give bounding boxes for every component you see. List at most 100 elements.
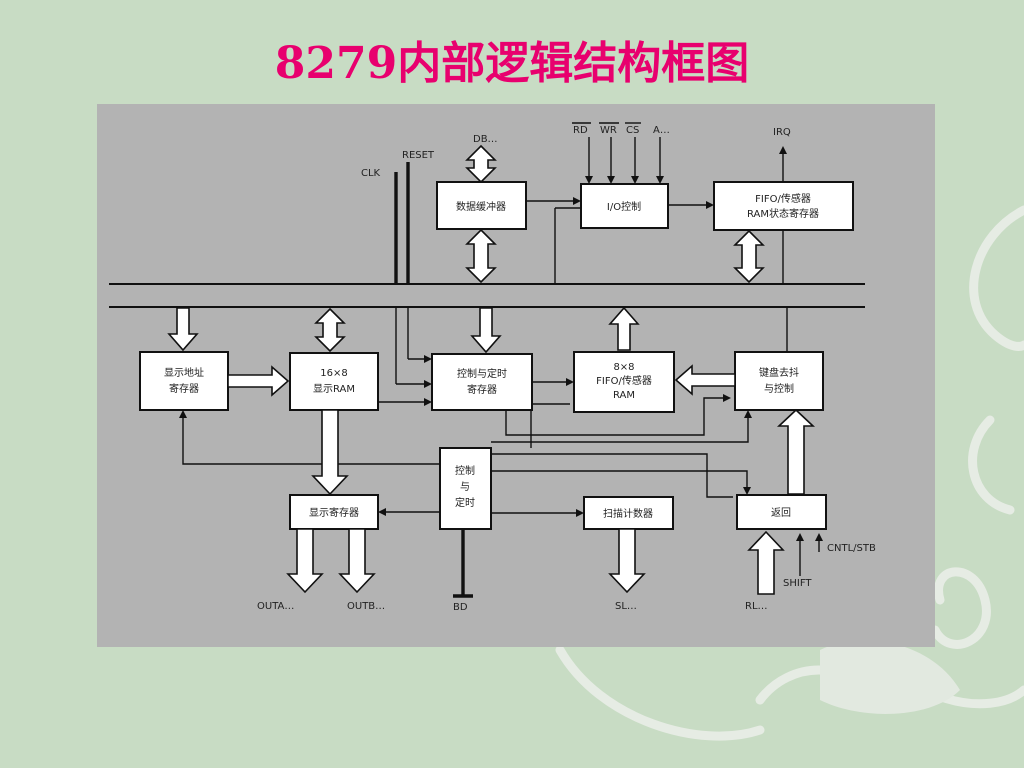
timing-to-return-buffer xyxy=(491,453,733,498)
cmd-key-feedback xyxy=(505,397,727,436)
shift-signal-label: SHIFT xyxy=(783,578,812,589)
bus-display-ram-arrow xyxy=(314,307,346,353)
cntl-stb-signal-label: CNTL/STB xyxy=(827,543,876,554)
svg-text:16×8: 16×8 xyxy=(320,368,347,379)
display-addr-label-1: 显示地址 xyxy=(164,366,204,379)
return-buffer-block: 返回 xyxy=(736,494,827,530)
wr-signal-label: WR xyxy=(600,125,617,136)
fifo-ram-label-3: RAM xyxy=(613,390,635,401)
svg-text:显示RAM: 显示RAM xyxy=(313,383,355,395)
io-control-block: I/O控制 xyxy=(580,183,669,229)
fifo-ram-label-1: 8×8 xyxy=(613,362,634,373)
fifo-ram-block: 8×8 FIFO/传感器 RAM xyxy=(573,351,675,413)
svg-text:RAM: RAM xyxy=(613,390,635,401)
fifo-ram-to-bus-arrow xyxy=(608,306,640,351)
rl-input-arrow xyxy=(747,530,785,595)
bd-signal-label: BD xyxy=(453,602,468,613)
cmd-timing-label-1: 控制与定时 xyxy=(457,367,507,380)
bus-to-display-addr-arrow xyxy=(167,307,199,352)
fifo-status-bus-arrow xyxy=(733,229,765,284)
svg-text:BD: BD xyxy=(453,602,468,613)
svg-text:RL…: RL… xyxy=(745,601,768,612)
outb-output-arrow xyxy=(338,528,376,594)
bus-to-cmd-register-arrow xyxy=(470,307,502,354)
svg-text:控制: 控制 xyxy=(455,464,475,477)
reset-signal-label: RESET xyxy=(402,150,435,161)
svg-text:CNTL/STB: CNTL/STB xyxy=(827,543,876,554)
display-ram-label-1: 16×8 xyxy=(320,368,347,379)
command-timing-register-block: 控制与定时 寄存器 xyxy=(431,353,533,411)
display-addr-block: 显示地址 寄存器 xyxy=(139,351,229,411)
svg-text:I/O控制: I/O控制 xyxy=(607,200,641,213)
svg-text:DB…: DB… xyxy=(473,134,498,145)
display-addr-label-2: 寄存器 xyxy=(169,382,199,395)
svg-text:寄存器: 寄存器 xyxy=(467,383,497,396)
svg-text:RAM状态寄存器: RAM状态寄存器 xyxy=(747,207,819,220)
svg-text:RESET: RESET xyxy=(402,150,435,161)
svg-text:SL…: SL… xyxy=(615,601,637,612)
svg-text:CLK: CLK xyxy=(361,168,381,179)
control-timing-label-2: 与 xyxy=(460,481,470,493)
svg-text:OUTB…: OUTB… xyxy=(347,601,385,612)
key-debounce-label-1: 键盘去抖 xyxy=(759,366,799,379)
scan-counter-block: 扫描计数器 xyxy=(583,496,674,530)
display-addr-feedback xyxy=(182,414,440,465)
svg-text:A…: A… xyxy=(653,125,670,136)
svg-text:显示地址: 显示地址 xyxy=(164,366,204,379)
cs-signal-label: CS xyxy=(626,125,639,136)
control-input-lines xyxy=(585,137,664,184)
outb-signal-label: OUTB… xyxy=(347,601,385,612)
svg-text:数据缓冲器: 数据缓冲器 xyxy=(456,200,506,213)
sl-output-arrow xyxy=(608,528,646,594)
fifo-status-block: FIFO/传感器 RAM状态寄存器 xyxy=(713,181,854,231)
control-timing-label-1: 控制 xyxy=(455,464,475,477)
data-buffer-label: 数据缓冲器 xyxy=(456,200,506,213)
rl-signal-label: RL… xyxy=(745,601,768,612)
svg-text:FIFO/传感器: FIFO/传感器 xyxy=(755,192,811,205)
outa-signal-label: OUTA… xyxy=(257,601,294,612)
sl-signal-label: SL… xyxy=(615,601,637,612)
svg-text:FIFO/传感器: FIFO/传感器 xyxy=(596,374,652,387)
svg-text:定时: 定时 xyxy=(455,496,475,509)
svg-text:8×8: 8×8 xyxy=(613,362,634,373)
control-timing-block: 控制 与 定时 xyxy=(439,447,492,530)
cmd-timing-label-2: 寄存器 xyxy=(467,383,497,396)
svg-text:OUTA…: OUTA… xyxy=(257,601,294,612)
db-signal-label: DB… xyxy=(473,134,498,145)
svg-text:扫描计数器: 扫描计数器 xyxy=(603,507,653,520)
a0-signal-label: A… xyxy=(653,125,670,136)
fifo-status-label-2: RAM状态寄存器 xyxy=(747,207,819,220)
rd-signal-label: RD xyxy=(573,125,588,136)
key-debounce-control-block: 键盘去抖 与控制 xyxy=(734,351,824,411)
slide-title: 8279内部逻辑结构框图 xyxy=(274,38,750,89)
key-control-to-fifo-arrow xyxy=(674,364,736,396)
svg-text:显示寄存器: 显示寄存器 xyxy=(309,506,359,519)
fifo-status-label-1: FIFO/传感器 xyxy=(755,192,811,205)
return-buffer-label: 返回 xyxy=(771,507,791,519)
data-buffer-block: 数据缓冲器 xyxy=(436,181,527,230)
fifo-ram-label-2: FIFO/传感器 xyxy=(596,374,652,387)
block-diagram: 数据缓冲器 I/O控制 FIFO/传感器 RAM状态寄存器 显示地址 寄存器 1… xyxy=(97,104,935,647)
svg-text:键盘去抖: 键盘去抖 xyxy=(759,366,799,379)
svg-text:控制与定时: 控制与定时 xyxy=(457,367,507,380)
ram-to-display-register-arrow xyxy=(311,409,349,496)
return-to-key-control-arrow xyxy=(776,408,816,495)
svg-text:RD: RD xyxy=(573,125,588,136)
db-bidir-arrow xyxy=(465,144,497,184)
svg-text:寄存器: 寄存器 xyxy=(169,382,199,395)
svg-text:与: 与 xyxy=(460,481,470,493)
svg-text:与控制: 与控制 xyxy=(764,382,794,395)
display-addr-to-ram-arrow xyxy=(227,365,290,397)
control-timing-label-3: 定时 xyxy=(455,496,475,509)
key-debounce-label-2: 与控制 xyxy=(764,382,794,395)
svg-text:WR: WR xyxy=(600,125,617,136)
svg-text:SHIFT: SHIFT xyxy=(783,578,812,589)
key-timing-link xyxy=(491,414,749,443)
irq-signal-label: IRQ xyxy=(773,127,791,138)
display-ram-block: 16×8 显示RAM xyxy=(289,352,379,411)
display-register-label: 显示寄存器 xyxy=(309,506,359,519)
svg-text:IRQ: IRQ xyxy=(773,127,791,138)
io-control-label: I/O控制 xyxy=(607,200,641,213)
scan-counter-label: 扫描计数器 xyxy=(603,507,653,520)
